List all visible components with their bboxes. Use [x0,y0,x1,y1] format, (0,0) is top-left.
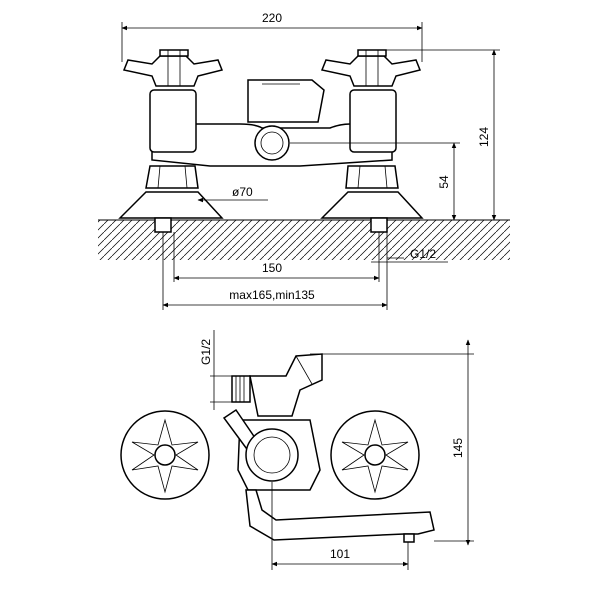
dim-center-distance: 150 [262,261,282,275]
left-flange [118,191,224,219]
right-flange [320,191,424,219]
left-inlet [154,217,172,233]
dim-flange-diameter: ø70 [232,185,253,199]
dim-center-range: max165,min135 [229,288,315,302]
shower-outlet [249,353,323,417]
right-side-handle [330,410,420,500]
right-nut [345,165,399,189]
spout-aerator [403,533,415,543]
left-side-handle [120,410,210,500]
center-outlet-ring [254,125,290,161]
dim-thread-top: G1/2 [410,247,436,261]
center-lever [247,79,325,123]
dim-height-total: 124 [477,127,491,147]
dim-height-center: 54 [437,175,451,189]
right-inlet [370,217,388,233]
dim-width-total: 220 [262,11,282,25]
shower-thread [231,375,251,403]
left-cross-handle [122,49,224,87]
spout [245,489,435,541]
left-nut [145,165,199,189]
side-view: G1/2 145 101 [120,330,474,570]
dim-height-side: 145 [451,438,465,458]
front-view: 220 124 54 ø70 G1/2 150 max165,min135 [98,11,510,310]
dim-thread-side: G1/2 [199,339,213,365]
right-cross-handle [320,49,422,87]
dim-spout-reach: 101 [330,547,350,561]
left-valve-column [149,89,197,153]
right-valve-column [349,89,397,153]
